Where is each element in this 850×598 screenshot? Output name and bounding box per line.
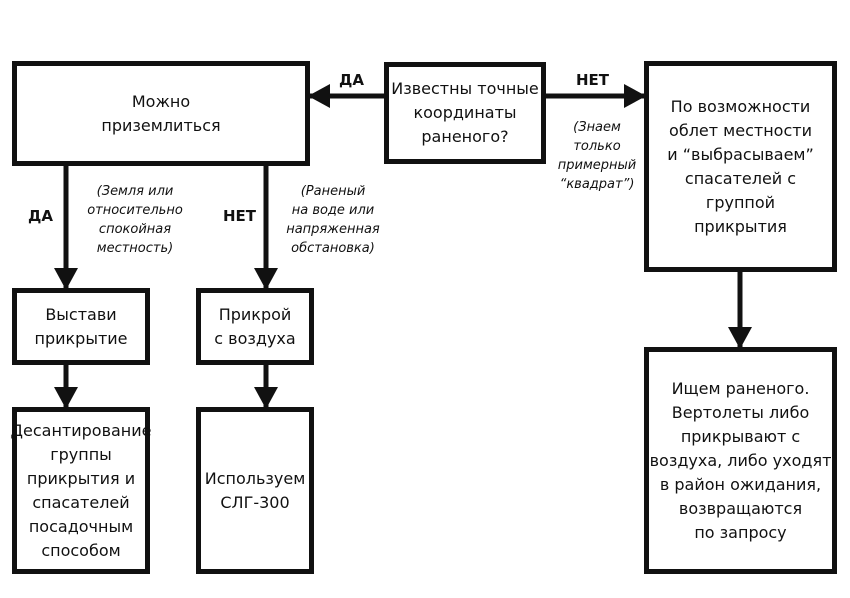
box-set-cover: Выстави прикрытие [12,288,150,365]
label-yes-top: ДА [339,71,364,89]
box-search-wounded: Ищем раненого. Вертолеты либо прикрывают… [644,347,837,574]
box-overfly: По возможности облет местности и “выбрас… [644,61,837,272]
note-ground: (Земля или относительно спокойная местно… [87,184,183,256]
box-known-coordinates: Известны точные координаты раненого? [384,62,546,164]
label-no-top: НЕТ [576,71,610,89]
note-water: (Раненый на воде или напряженная обстано… [286,184,380,256]
box-landing-group: Десантирование группы прикрытия и спасат… [11,407,152,574]
box-air-cover: Прикрой с воздуха [196,288,314,365]
box-use-slg: Используем СЛГ-300 [196,407,314,574]
note-approx-square: (Знаем только примерный “квадрат”) [557,120,637,192]
label-no-left: НЕТ [223,207,257,225]
box-can-land: Можно приземлиться [12,61,310,166]
label-yes-left: ДА [28,207,53,225]
